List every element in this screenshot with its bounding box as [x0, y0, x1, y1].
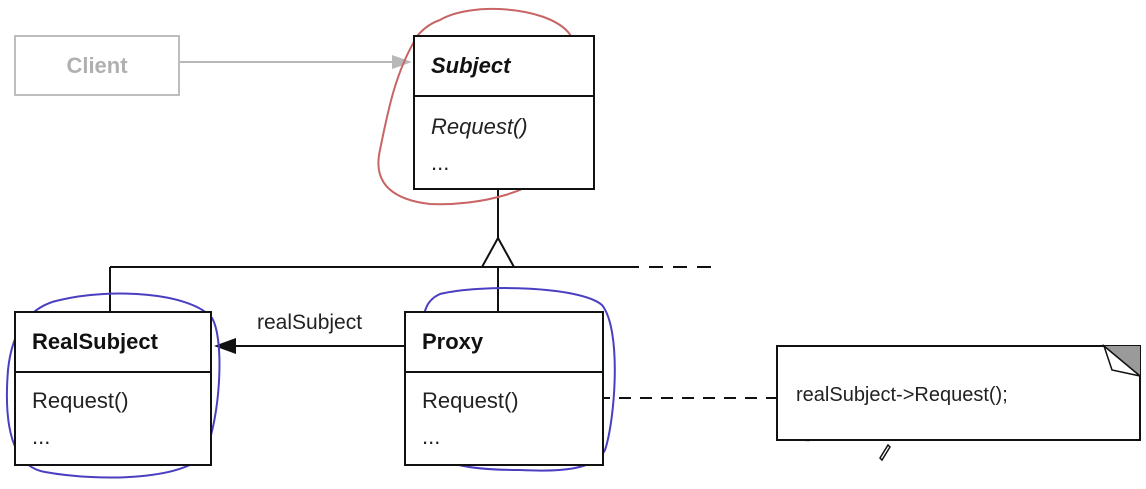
- blue-annotation-realsubject: [5, 292, 221, 479]
- realsubject-op-more: ...: [32, 424, 51, 449]
- red-annotation-circle: [377, 7, 583, 206]
- note-text: realSubject->Request();: [796, 384, 1008, 406]
- subject-class-name: Subject: [415, 37, 593, 97]
- proxy-op-request: Request(): [422, 388, 519, 413]
- proxy-op-more: ...: [422, 424, 441, 449]
- subject-class-box: Subject Request() ...: [413, 35, 595, 190]
- client-arrowhead: [392, 55, 412, 69]
- proxy-class-box: Proxy Request() ...: [404, 311, 604, 466]
- subject-op-request: Request(): [431, 114, 528, 139]
- subject-op-more: ...: [431, 150, 450, 175]
- proxy-operations: Request() ...: [422, 383, 519, 455]
- subject-operations: Request() ...: [431, 109, 528, 181]
- inheritance-triangle: [480, 235, 516, 268]
- association-arrowhead: [214, 338, 236, 354]
- realsubject-op-request: Request(): [32, 388, 129, 413]
- client-box: Client: [14, 35, 180, 96]
- proxy-class-name: Proxy: [406, 313, 602, 373]
- realsubject-operations: Request() ...: [32, 383, 129, 455]
- realsubject-class-box: RealSubject Request() ...: [14, 311, 212, 466]
- pen-cursor-icon: [879, 443, 891, 462]
- realsubject-class-name: RealSubject: [16, 313, 210, 373]
- client-label: Client: [66, 52, 128, 78]
- association-label: realSubject: [257, 311, 363, 334]
- note-box: realSubject->Request();: [776, 345, 1141, 441]
